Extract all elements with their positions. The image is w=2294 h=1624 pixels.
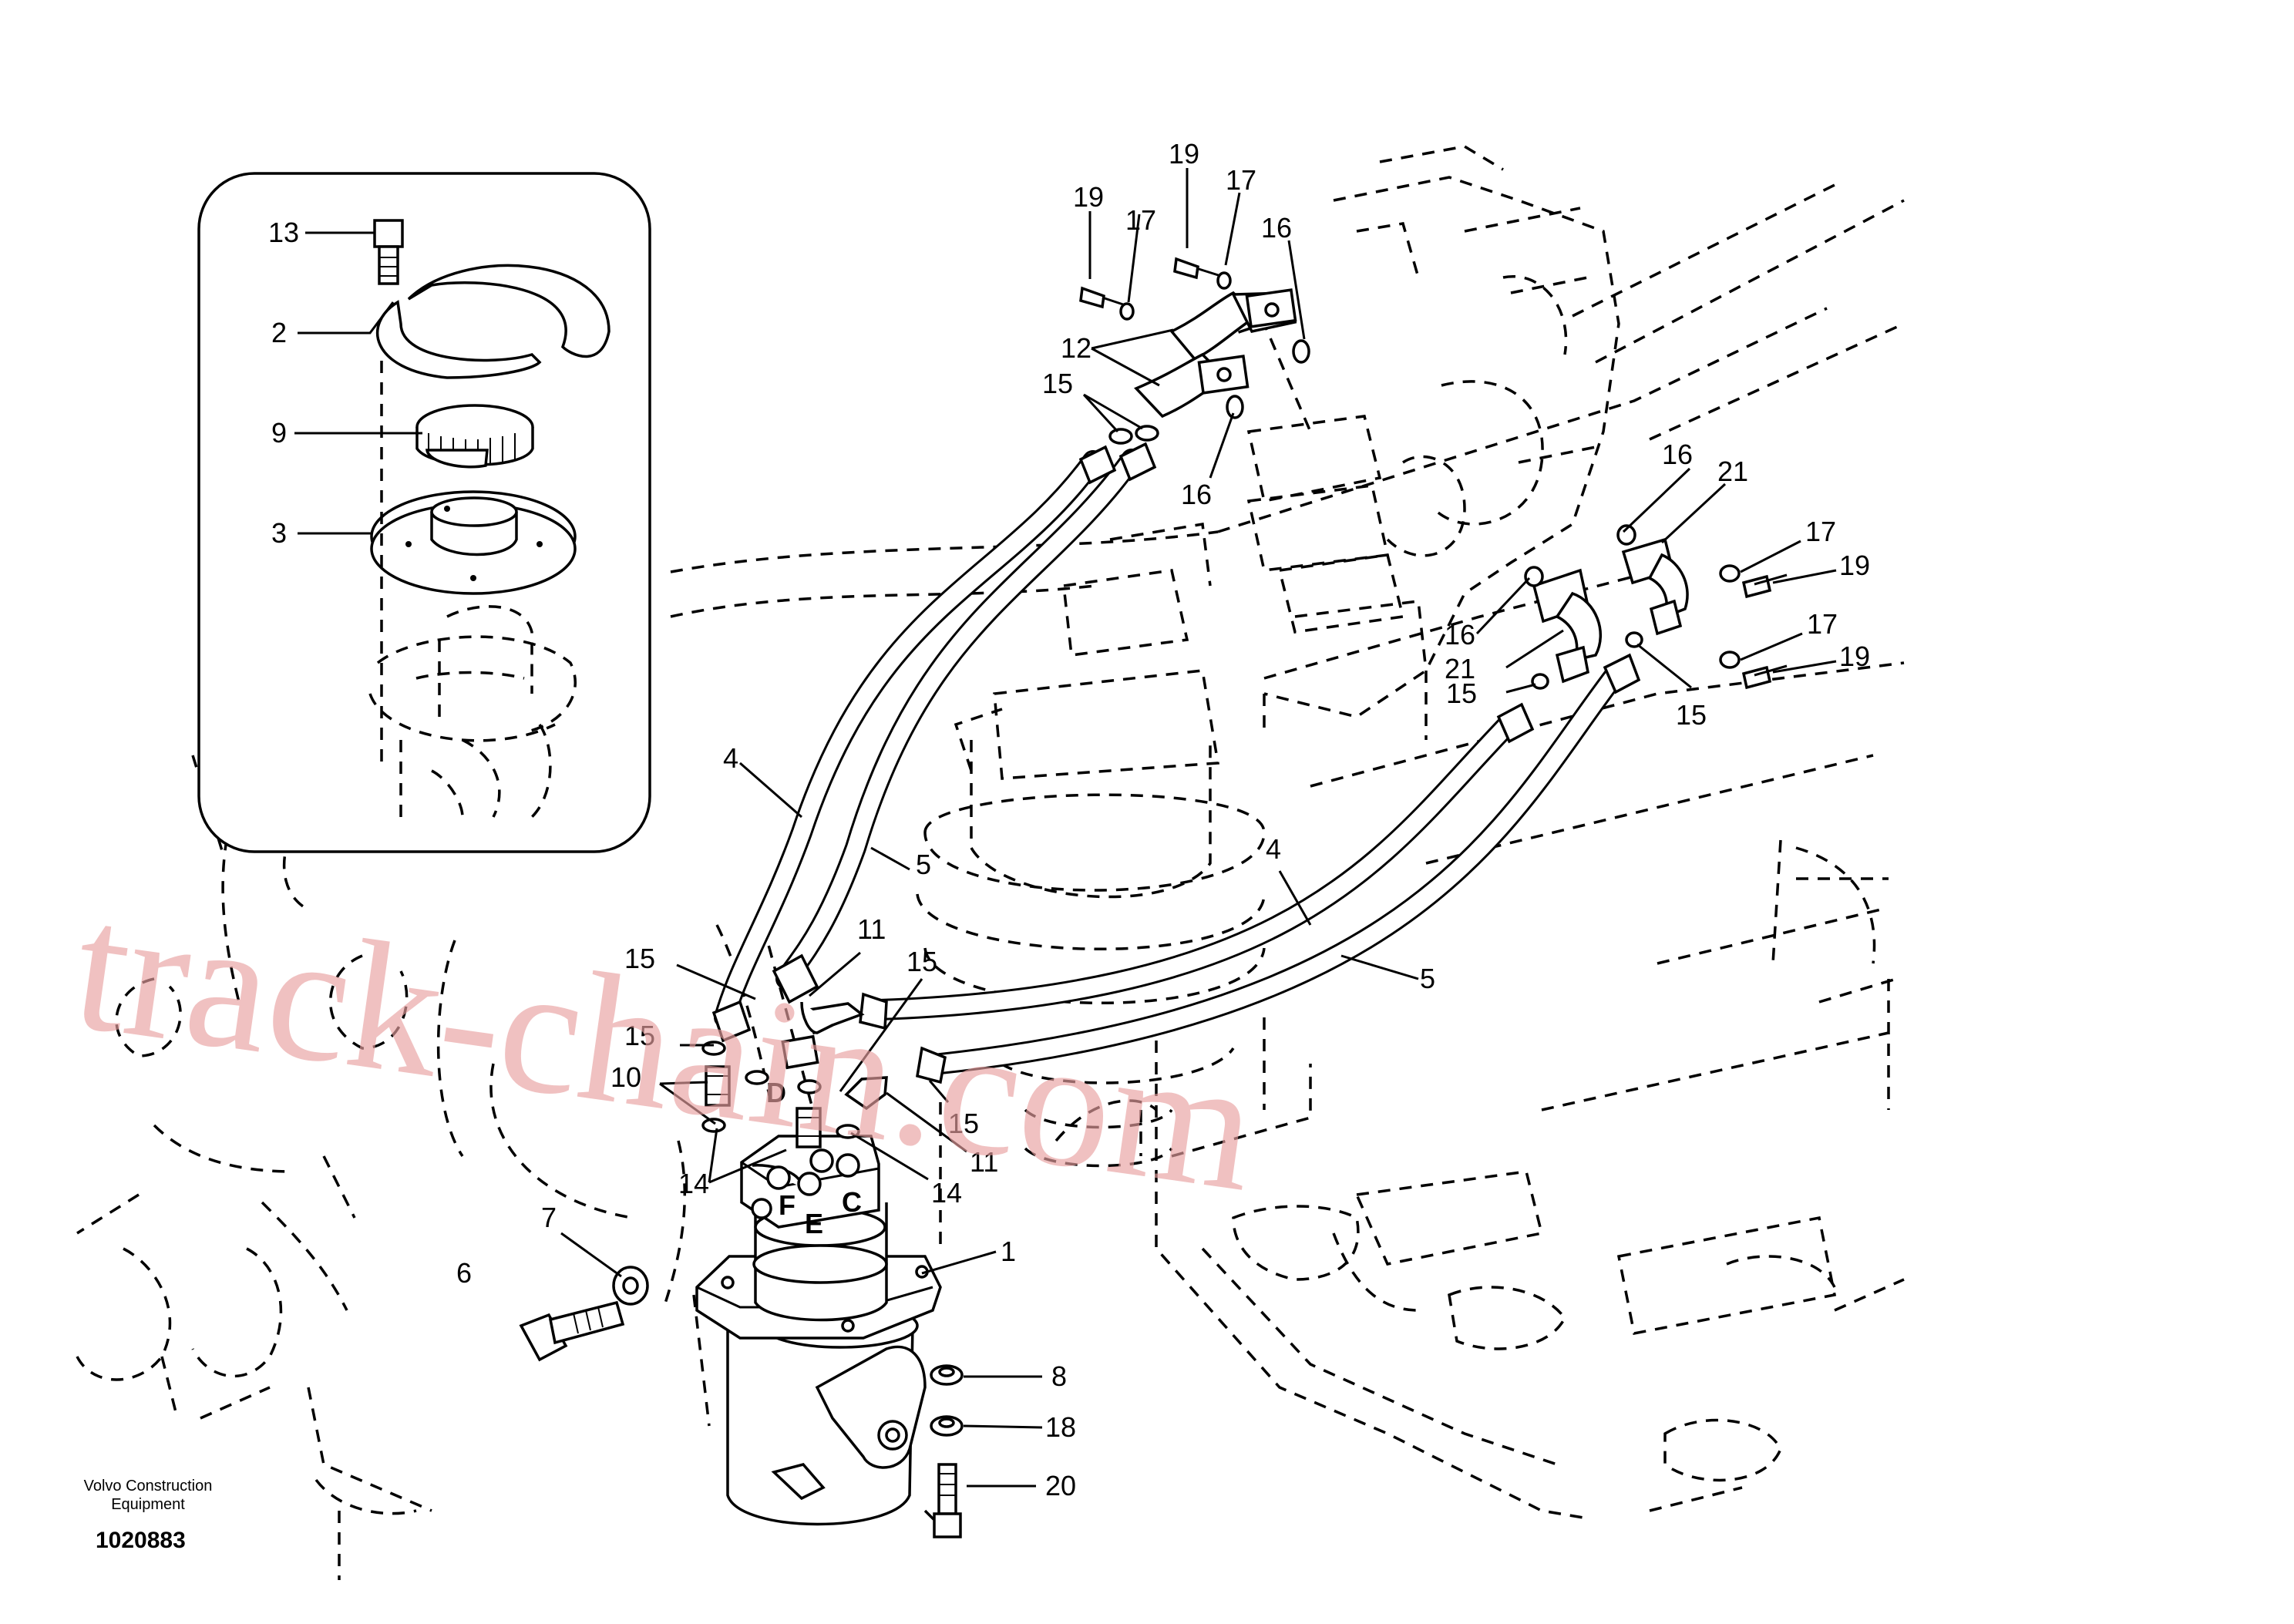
callout-11: 11 xyxy=(970,1146,998,1178)
callout-17: 17 xyxy=(1125,204,1156,236)
callout-15: 15 xyxy=(906,946,937,977)
callout-16: 16 xyxy=(1181,479,1212,510)
callout-15: 15 xyxy=(624,1020,655,1051)
callout-3: 3 xyxy=(271,517,287,549)
callout-17: 17 xyxy=(1807,608,1838,640)
callout-14: 14 xyxy=(931,1177,962,1209)
control-valve-outline xyxy=(1217,145,1620,740)
callout-4: 4 xyxy=(723,742,738,774)
flange-fittings-right xyxy=(1524,524,1788,690)
callout-15: 15 xyxy=(1676,699,1707,731)
elbow-fittings-top xyxy=(1079,257,1310,445)
callout-2: 2 xyxy=(271,317,287,348)
callout-18: 18 xyxy=(1045,1411,1076,1443)
callout-9: 9 xyxy=(271,417,287,449)
port-f-label: F xyxy=(779,1189,796,1221)
callout-labels: 13 2 9 3 19 17 19 17 16 12 15 16 16 21 1… xyxy=(268,138,1870,1501)
callout-15: 15 xyxy=(1042,368,1073,399)
port-e-label: E xyxy=(805,1208,823,1239)
callout-17: 17 xyxy=(1805,516,1836,547)
callout-5: 5 xyxy=(916,849,931,880)
callout-5: 5 xyxy=(1420,963,1435,994)
inset-bolt xyxy=(373,219,404,285)
hoses xyxy=(714,449,1628,1074)
brand-line-2: Equipment xyxy=(111,1496,185,1513)
inset-bearing xyxy=(415,404,534,469)
callout-19: 19 xyxy=(1839,641,1870,672)
callout-15: 15 xyxy=(624,943,655,974)
mount-hardware xyxy=(519,1266,964,1538)
inset-shim-ring xyxy=(376,264,610,379)
callout-1: 1 xyxy=(1001,1236,1016,1267)
port-c-label: C xyxy=(842,1186,862,1218)
callout-21: 21 xyxy=(1445,653,1475,684)
callout-10: 10 xyxy=(610,1061,641,1093)
callout-13: 13 xyxy=(268,217,299,248)
callout-20: 20 xyxy=(1045,1470,1076,1501)
callout-16: 16 xyxy=(1445,619,1475,651)
inset-swivel-outline xyxy=(368,361,577,819)
callout-15: 15 xyxy=(1446,678,1477,709)
adapters xyxy=(701,1001,888,1148)
callout-19: 19 xyxy=(1839,550,1870,581)
callout-14: 14 xyxy=(678,1168,709,1199)
leader-lines xyxy=(294,168,1837,1488)
frame-outline-dashed xyxy=(76,183,1905,1580)
callout-21: 21 xyxy=(1717,456,1748,487)
port-d-label: D xyxy=(766,1077,786,1108)
callout-15: 15 xyxy=(948,1108,979,1139)
hose-fittings xyxy=(711,442,1641,1084)
watermark: track-chain.com xyxy=(64,864,1267,1230)
callout-16: 16 xyxy=(1261,212,1292,244)
callout-16: 16 xyxy=(1662,439,1693,470)
figure-caption: Volvo Construction Equipment 1020883 xyxy=(84,1478,213,1553)
callout-7: 7 xyxy=(541,1202,557,1233)
callout-19: 19 xyxy=(1073,181,1104,213)
callout-8: 8 xyxy=(1051,1360,1067,1392)
inset-detail xyxy=(197,172,651,853)
callout-4: 4 xyxy=(1266,833,1281,865)
figure-number: 1020883 xyxy=(96,1528,186,1553)
inset-flange xyxy=(370,490,577,595)
callout-11: 11 xyxy=(857,913,886,945)
callout-12: 12 xyxy=(1061,332,1092,364)
swivel-joint: F C E D xyxy=(695,1077,942,1526)
callout-17: 17 xyxy=(1226,164,1256,196)
brand-line-1: Volvo Construction xyxy=(84,1478,213,1495)
callout-6: 6 xyxy=(456,1257,472,1289)
callout-19: 19 xyxy=(1169,138,1199,170)
